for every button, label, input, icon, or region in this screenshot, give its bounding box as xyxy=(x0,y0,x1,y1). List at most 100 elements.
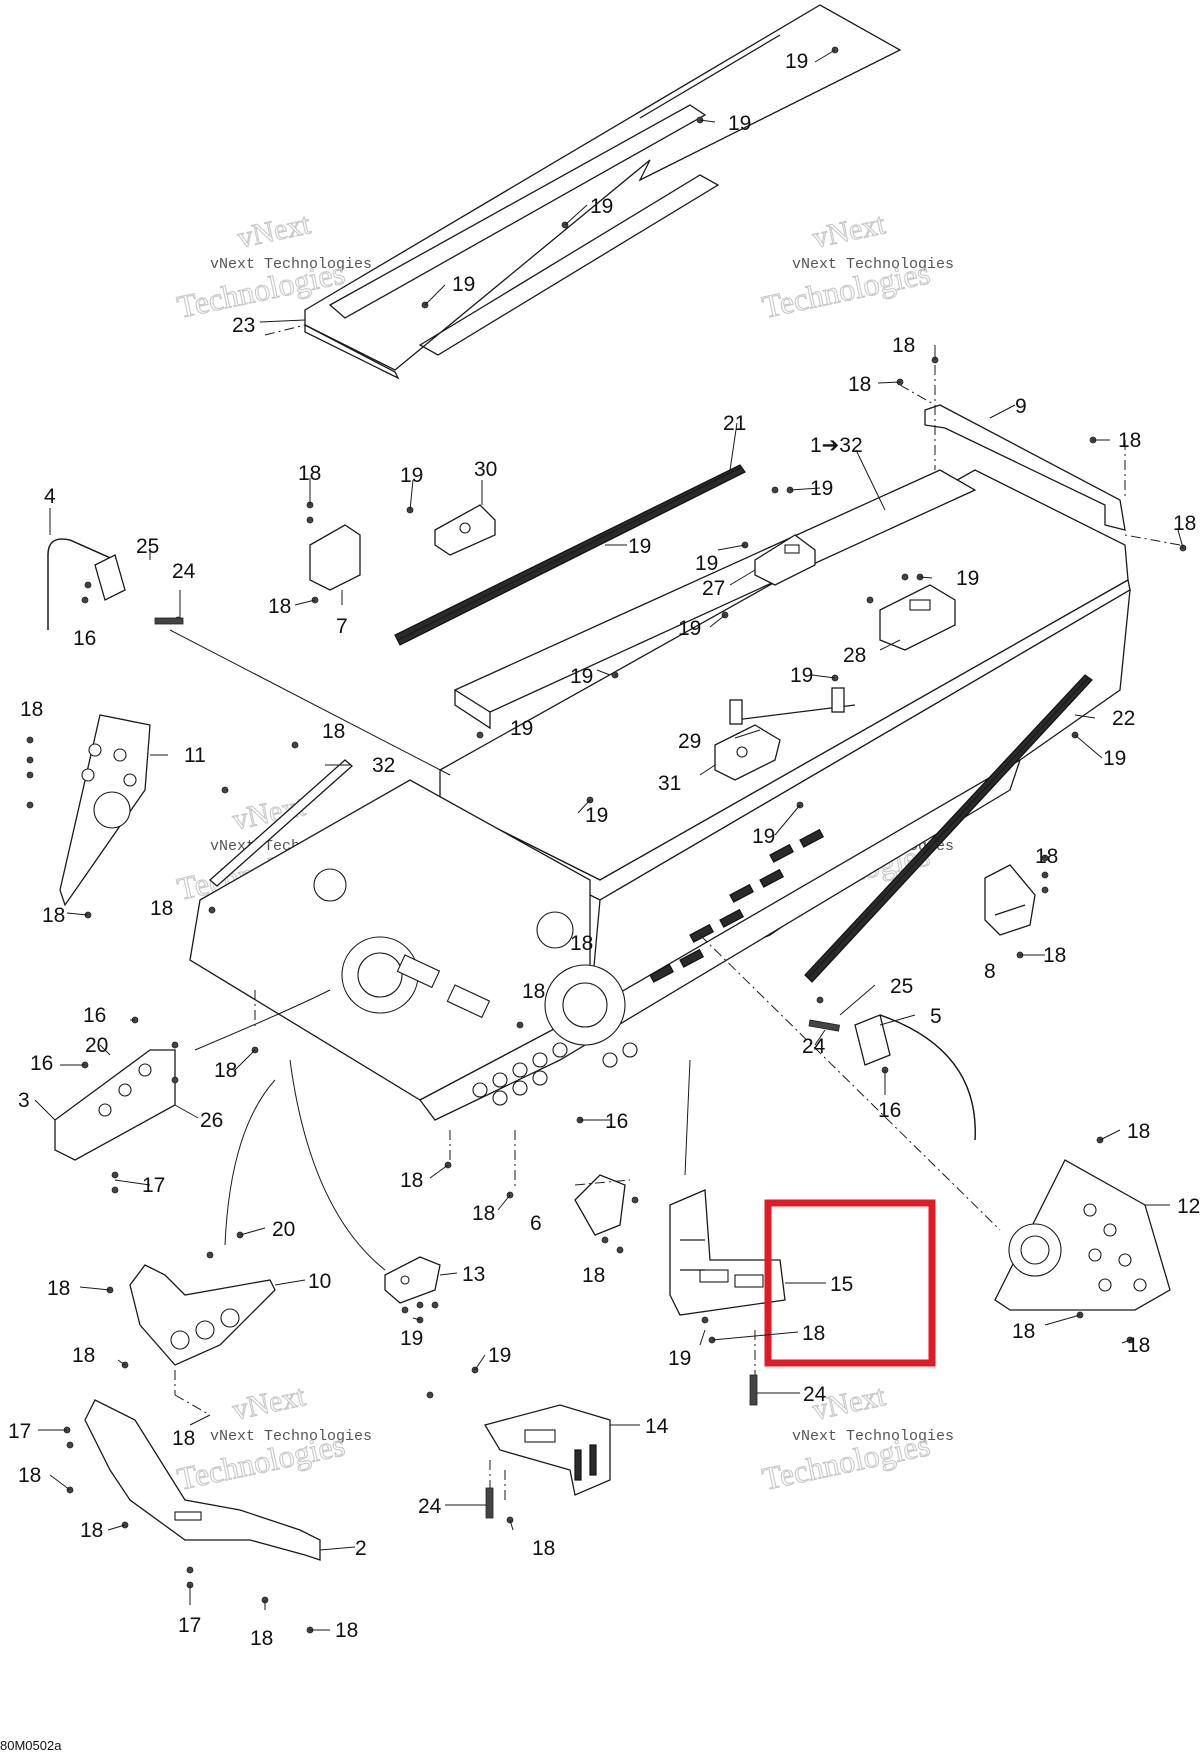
callout-18: 18 xyxy=(172,1427,195,1450)
main-chassis-tunnel xyxy=(189,469,1131,1121)
callout-32: 32 xyxy=(372,754,395,777)
callout-20: 20 xyxy=(85,1034,108,1057)
callout-18: 18 xyxy=(20,698,43,721)
callout-28: 28 xyxy=(843,644,866,667)
callout-19: 19 xyxy=(585,804,608,827)
callout-18: 18 xyxy=(298,462,321,485)
callout-30: 30 xyxy=(474,458,497,481)
callout-18: 18 xyxy=(570,932,593,955)
callout-18: 18 xyxy=(42,904,65,927)
callout-22: 22 xyxy=(1112,707,1135,730)
callout-16: 16 xyxy=(73,627,96,650)
callout-24: 24 xyxy=(802,1035,826,1058)
callout-14: 14 xyxy=(645,1415,669,1438)
part-10-bracket xyxy=(129,1264,276,1366)
callout-19: 19 xyxy=(678,617,701,640)
callout-1to32: 1➔32 xyxy=(810,434,863,457)
callout-18: 18 xyxy=(1127,1120,1150,1143)
callout-16: 16 xyxy=(878,1099,901,1122)
part-27-bracket xyxy=(754,534,816,586)
svg-text:vNext Technologies: vNext Technologies xyxy=(792,256,954,273)
callout-19: 19 xyxy=(956,567,979,590)
callout-18: 18 xyxy=(335,1619,358,1642)
callout-23: 23 xyxy=(232,314,255,337)
callout-labels: 19 19 19 19 23 18 18 9 18 18 21 1➔32 19 … xyxy=(8,50,1200,1650)
callout-17: 17 xyxy=(178,1614,201,1637)
callout-20: 20 xyxy=(272,1218,295,1241)
callout-19: 19 xyxy=(1103,747,1126,770)
callout-24: 24 xyxy=(172,560,196,583)
callout-18: 18 xyxy=(1173,512,1196,535)
callout-18: 18 xyxy=(214,1059,237,1082)
callout-25: 25 xyxy=(890,975,913,998)
part-8-bracket xyxy=(984,864,1036,936)
callout-10: 10 xyxy=(308,1270,331,1293)
part-6-bracket xyxy=(574,1174,626,1236)
watermark-top-right: vNext vNext Technologies Technologies xyxy=(758,207,954,326)
watermark-bottom-left: vNext vNext Technologies Technologies xyxy=(173,1379,372,1498)
part-15-footrest-bracket xyxy=(669,1189,786,1316)
callout-18: 18 xyxy=(532,1537,555,1560)
part-12-side-plate xyxy=(994,1159,1171,1311)
svg-text:vNext: vNext xyxy=(810,207,889,255)
callout-18: 18 xyxy=(47,1277,70,1300)
floor-holes xyxy=(472,1042,638,1106)
callout-19: 19 xyxy=(400,1327,423,1350)
callout-19: 19 xyxy=(590,195,613,218)
callout-24: 24 xyxy=(418,1495,442,1518)
part-28-bracket xyxy=(879,584,956,651)
part-4-handle xyxy=(47,538,126,630)
callout-21: 21 xyxy=(723,412,746,435)
svg-text:vNext: vNext xyxy=(230,1379,309,1427)
callout-19: 19 xyxy=(668,1347,691,1370)
part-21-rail xyxy=(394,464,746,646)
part-9-cross-brace xyxy=(924,404,1126,531)
callout-4: 4 xyxy=(44,485,56,508)
callout-18: 18 xyxy=(322,720,345,743)
callout-18: 18 xyxy=(250,1627,273,1650)
callout-19: 19 xyxy=(510,717,533,740)
callout-15: 15 xyxy=(830,1273,853,1296)
svg-text:vNext Technologies: vNext Technologies xyxy=(210,1428,372,1445)
part-23-tunnel-cover xyxy=(304,4,902,380)
part-1to32-tunnel-panel xyxy=(453,469,977,730)
callout-19: 19 xyxy=(790,664,813,687)
watermark-bottom-right: vNext vNext Technologies Technologies xyxy=(758,1379,954,1498)
callout-18: 18 xyxy=(1118,429,1141,452)
callout-18: 18 xyxy=(80,1519,103,1542)
callout-26: 26 xyxy=(200,1109,223,1132)
highlight-box-part-15 xyxy=(764,1199,936,1367)
callout-19: 19 xyxy=(785,50,808,73)
part-22-rail xyxy=(804,674,1093,983)
callout-29: 29 xyxy=(678,730,701,753)
diagram-code: 80M0502a xyxy=(0,1738,62,1753)
callout-8: 8 xyxy=(984,960,996,983)
callout-19: 19 xyxy=(570,665,593,688)
part-14-footrest-bracket xyxy=(483,1404,611,1496)
callout-18: 18 xyxy=(18,1464,41,1487)
callout-18: 18 xyxy=(522,980,545,1003)
callout-6: 6 xyxy=(530,1212,542,1235)
callout-16: 16 xyxy=(605,1110,628,1133)
part-11-side-plate xyxy=(59,714,151,907)
callout-18: 18 xyxy=(582,1264,605,1287)
svg-text:vNext: vNext xyxy=(235,207,314,255)
part-5-handle xyxy=(854,1014,976,1141)
callout-18: 18 xyxy=(1043,944,1066,967)
callout-5: 5 xyxy=(930,1005,942,1028)
callout-16: 16 xyxy=(83,1004,106,1027)
callout-18: 18 xyxy=(472,1202,495,1225)
callout-19: 19 xyxy=(728,112,751,135)
callout-27: 27 xyxy=(702,577,725,600)
callout-18: 18 xyxy=(400,1169,423,1192)
footrest-slots xyxy=(649,828,824,983)
callout-3: 3 xyxy=(18,1089,30,1112)
callout-24: 24 xyxy=(803,1383,827,1406)
assembly-lines xyxy=(169,324,1181,1500)
callout-17: 17 xyxy=(8,1420,31,1443)
callout-18: 18 xyxy=(150,897,173,920)
callout-16: 16 xyxy=(30,1052,53,1075)
callout-19: 19 xyxy=(695,552,718,575)
callout-18: 18 xyxy=(72,1344,95,1367)
